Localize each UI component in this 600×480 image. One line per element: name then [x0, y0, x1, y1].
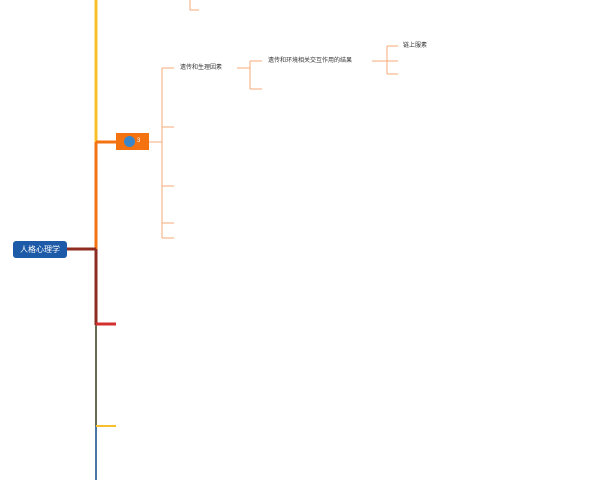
root-node-label: 人格心理学 — [20, 245, 60, 254]
branch-node[interactable]: 3 — [116, 133, 149, 150]
globe-icon — [124, 136, 135, 147]
top-sub-bracket — [189, 0, 199, 11]
interaction-node[interactable]: 遗传和环境相关交互作用的结果 — [268, 58, 353, 64]
genetics-node[interactable]: 遗传和生理因素 — [180, 65, 223, 71]
root-node[interactable]: 人格心理学 — [13, 241, 67, 258]
branch-node-label: 3 — [137, 138, 141, 144]
chain-node[interactable]: 链上服素 — [403, 43, 428, 49]
